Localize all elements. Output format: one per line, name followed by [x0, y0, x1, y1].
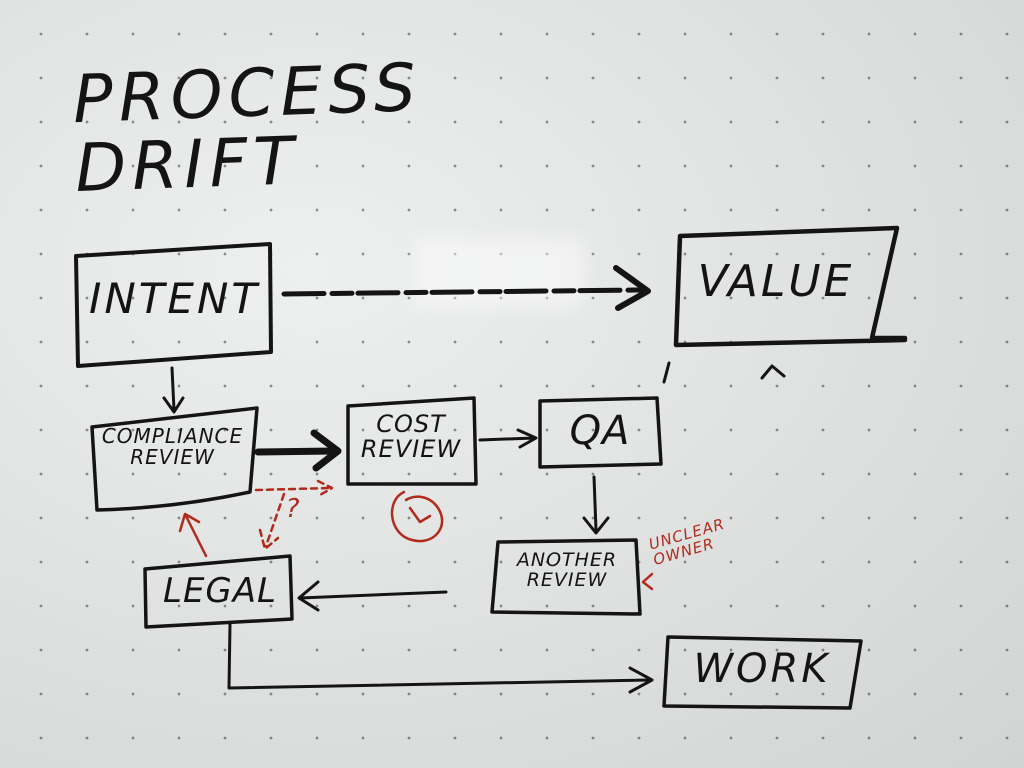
question-mark: ? — [285, 494, 301, 524]
another-review-box — [490, 538, 642, 616]
another-review-label: ANOTHER REVIEW — [516, 549, 618, 591]
legal-work-arrow — [227, 622, 654, 694]
intent-label: INTENT — [88, 274, 261, 323]
red-unclear-arrow — [641, 572, 654, 591]
value-label: VALUE — [697, 256, 855, 307]
intent-box — [74, 242, 273, 368]
compliance-label: COMPLIANCE REVIEW — [101, 424, 244, 469]
compliance-cost-arrow — [254, 429, 342, 472]
red-dashed-loop — [254, 479, 334, 497]
value-tick-right — [760, 364, 786, 380]
another-legal-arrow — [297, 580, 448, 612]
cost-qa-arrow — [478, 428, 538, 449]
intent-compliance-arrow — [162, 366, 185, 414]
intent-value-arrowhead — [613, 265, 651, 311]
circular-arrow-icon — [390, 490, 444, 543]
legal-label: LEGAL — [163, 571, 277, 611]
intent-value-arrow — [281, 287, 643, 297]
qa-box — [538, 396, 663, 469]
qa-label: QA — [569, 408, 631, 454]
red-dashed-down — [258, 492, 286, 551]
compliance-box — [90, 406, 259, 512]
value-tick-left — [662, 361, 671, 384]
cost-box — [346, 396, 478, 486]
work-box — [662, 635, 863, 710]
red-legal-compliance-arrow — [178, 512, 208, 558]
cost-label: COST REVIEW — [360, 410, 462, 464]
work-label: WORK — [693, 646, 831, 692]
legal-box — [143, 554, 294, 629]
page-title: PROCESS DRIFT — [71, 48, 423, 208]
value-box — [673, 225, 908, 348]
qa-another-arrow — [582, 475, 610, 535]
